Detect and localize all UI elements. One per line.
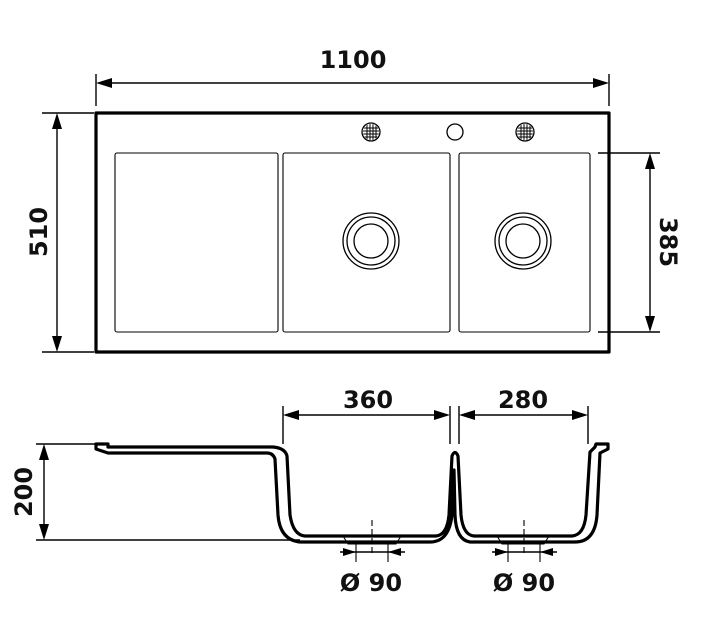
overall-width-label: 1100: [320, 46, 387, 74]
overall-depth-dimension: 510: [25, 112, 94, 353]
right-drain-diameter-dimension: Ø 90: [492, 548, 557, 597]
drainer-board: [114, 152, 279, 333]
overall-width-dimension: 1100: [95, 46, 610, 106]
right-drain-outlet: [496, 520, 550, 562]
sink-section-profile: [94, 442, 610, 544]
small-bowl-width-label: 280: [498, 386, 548, 414]
height-dimension: 200: [10, 443, 300, 541]
small-bowl-width-dimension: 280: [458, 386, 589, 444]
large-bowl-width-label: 360: [343, 386, 393, 414]
large-bowl-width-dimension: 360: [282, 386, 451, 444]
left-drain-diameter-dimension: Ø 90: [340, 548, 405, 597]
bowl-depth-label: 385: [654, 217, 682, 267]
drain-icon: [494, 212, 552, 270]
large-bowl: [282, 152, 451, 333]
sink-outline: [94, 111, 611, 354]
small-bowl: [458, 152, 591, 333]
overall-depth-label: 510: [25, 207, 53, 257]
tap-hole-icon: [446, 123, 464, 141]
section-view: 200 360 280: [10, 386, 610, 597]
height-label: 200: [10, 467, 38, 517]
overflow-grille-icon: [515, 122, 535, 142]
drain-icon: [342, 212, 400, 270]
left-drain-outlet: [342, 520, 402, 562]
left-drain-diameter-label: Ø 90: [340, 569, 402, 597]
overflow-grille-icon: [361, 122, 381, 142]
right-drain-diameter-label: Ø 90: [493, 569, 555, 597]
bowl-depth-dimension: 385: [598, 152, 682, 333]
top-view: 1100 510: [25, 46, 682, 354]
